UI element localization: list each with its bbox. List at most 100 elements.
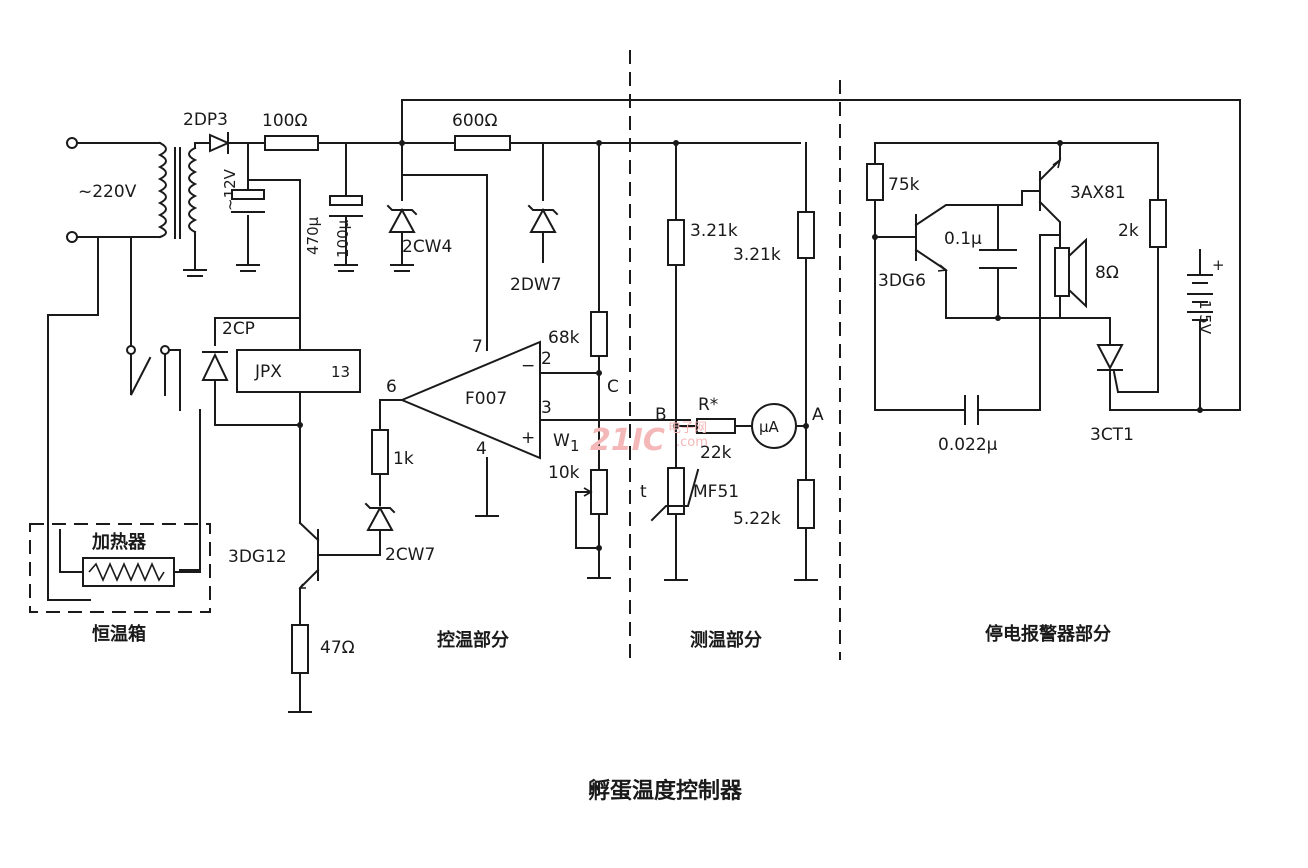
section-measure-label: 测温部分 (690, 629, 762, 651)
svg-text:恒温箱: 恒温箱 (92, 623, 146, 645)
secondary-label: ~12V (221, 168, 239, 211)
svg-text:470μ: 470μ (304, 216, 322, 255)
svg-text:+: + (521, 428, 535, 448)
alarm-supply-wire (401, 99, 1241, 411)
svg-text:F007: F007 (465, 389, 507, 409)
svg-text:2CW7: 2CW7 (385, 545, 435, 565)
speaker-8ohm: 8Ω (1054, 234, 1119, 319)
svg-text:8Ω: 8Ω (1095, 263, 1119, 283)
svg-text:−: − (521, 356, 535, 376)
svg-text:3AX81: 3AX81 (1070, 183, 1126, 203)
svg-text:电子网: 电子网 (668, 421, 707, 436)
resistor-600ohm: 600Ω (452, 111, 511, 151)
resistor-1k: 1k (371, 429, 414, 506)
zener-2cw7: 2CW7 (335, 502, 435, 565)
node-c-label: C (607, 377, 619, 397)
svg-text:R*: R* (698, 395, 718, 415)
svg-text:68k: 68k (548, 328, 580, 348)
measure-bridge: B R* 22k μA A (655, 395, 824, 463)
meter-label: μA (759, 418, 780, 436)
svg-text:0.022μ: 0.022μ (938, 435, 998, 455)
thermistor-mf51: t MF51 (640, 467, 739, 581)
battery-1-5v: + 1.5V (1187, 99, 1225, 411)
scr-3ct1: 3CT1 (1090, 317, 1201, 445)
svg-text:600Ω: 600Ω (452, 111, 497, 131)
resistor-321k-right: 3.21k (733, 142, 815, 481)
svg-text:1.5V: 1.5V (1196, 300, 1214, 335)
capacitor-470u: 470μ (231, 142, 322, 272)
relay-jpx: JPX 13 (236, 317, 361, 524)
capacitor-100u: 100μ (329, 142, 363, 272)
svg-text:2: 2 (541, 349, 552, 369)
svg-text:A: A (812, 405, 824, 425)
svg-text:3CT1: 3CT1 (1090, 425, 1134, 445)
incubator-box: 加热器 恒温箱 (29, 523, 211, 645)
svg-text:t: t (640, 482, 647, 502)
svg-text:3: 3 (541, 398, 552, 418)
svg-text:2CW4: 2CW4 (402, 237, 452, 257)
svg-text:3.21k: 3.21k (733, 245, 781, 265)
opamp-output-wire (379, 399, 403, 431)
svg-text:13: 13 (331, 363, 350, 381)
resistor-321k-left: 3.21k (667, 142, 738, 471)
svg-text:21IC: 21IC (590, 423, 665, 458)
svg-text:.com: .com (676, 435, 708, 450)
svg-text:+: + (1212, 256, 1225, 274)
relay-contacts (47, 236, 201, 601)
heater-element (59, 529, 201, 587)
potentiometer-w1: W 1 10k (548, 431, 611, 579)
svg-text:0.1μ: 0.1μ (944, 229, 982, 249)
alarm-wiring (874, 142, 1061, 411)
svg-text:7: 7 (472, 337, 483, 357)
svg-text:4: 4 (476, 439, 487, 459)
mains-label: ~220V (78, 182, 137, 202)
svg-text:22k: 22k (700, 443, 732, 463)
watermark: 21IC 电子网 .com (590, 421, 708, 458)
mains-input: ~220V (66, 137, 161, 243)
svg-text:100Ω: 100Ω (262, 111, 307, 131)
svg-text:MF51: MF51 (693, 482, 739, 502)
svg-text:加热器: 加热器 (91, 531, 147, 553)
svg-text:JPX: JPX (254, 362, 282, 382)
svg-text:6: 6 (386, 377, 397, 397)
zener-2cw4: 2CW4 (386, 142, 452, 272)
diagram-title: 孵蛋温度控制器 (588, 778, 743, 804)
svg-text:3.21k: 3.21k (690, 221, 738, 241)
svg-text:75k: 75k (888, 175, 920, 195)
opamp-f007: F007 7 6 2 3 4 − + (386, 337, 552, 460)
opamp-v-plus-wire (401, 174, 488, 351)
svg-text:5.22k: 5.22k (733, 509, 781, 529)
resistor-2k: 2k (1059, 142, 1167, 393)
svg-text:2k: 2k (1118, 221, 1139, 241)
diode-2cp: 2CP (201, 317, 301, 426)
svg-text:1k: 1k (393, 449, 414, 469)
svg-text:2DW7: 2DW7 (510, 275, 562, 295)
svg-text:100μ: 100μ (334, 219, 352, 258)
transistor-3dg6: 3DG6 (874, 204, 1111, 319)
svg-text:47Ω: 47Ω (320, 638, 355, 658)
resistor-522k: 5.22k (733, 479, 818, 581)
rectifier-diode: 2DP3 (183, 110, 231, 154)
svg-text:3DG12: 3DG12 (228, 547, 287, 567)
resistor-100ohm: 100Ω (262, 111, 319, 151)
rectifier-label: 2DP3 (183, 110, 228, 130)
svg-text:W: W (553, 431, 570, 451)
transistor-3ax81: 3AX81 (1021, 142, 1126, 236)
relay-supply-wire (247, 179, 301, 319)
capacitor-0-022u: 0.022μ (938, 395, 998, 455)
opamp-ground (475, 457, 499, 517)
resistor-75k: 75k (866, 163, 920, 201)
resistor-47ohm: 47Ω (288, 624, 355, 713)
svg-text:1: 1 (570, 437, 580, 455)
transformer: ~12V (157, 141, 239, 277)
capacitor-0-1u: 0.1μ (944, 204, 1017, 319)
svg-text:10k: 10k (548, 463, 580, 483)
svg-text:2CP: 2CP (222, 319, 255, 339)
section-control-label: 控温部分 (437, 629, 509, 651)
zener-2dw7: 2DW7 (510, 142, 562, 295)
svg-text:B: B (655, 405, 667, 425)
transistor-3dg12: 3DG12 (228, 521, 337, 626)
section-alarm-label: 停电报警器部分 (985, 623, 1111, 645)
svg-text:3DG6: 3DG6 (878, 271, 926, 291)
